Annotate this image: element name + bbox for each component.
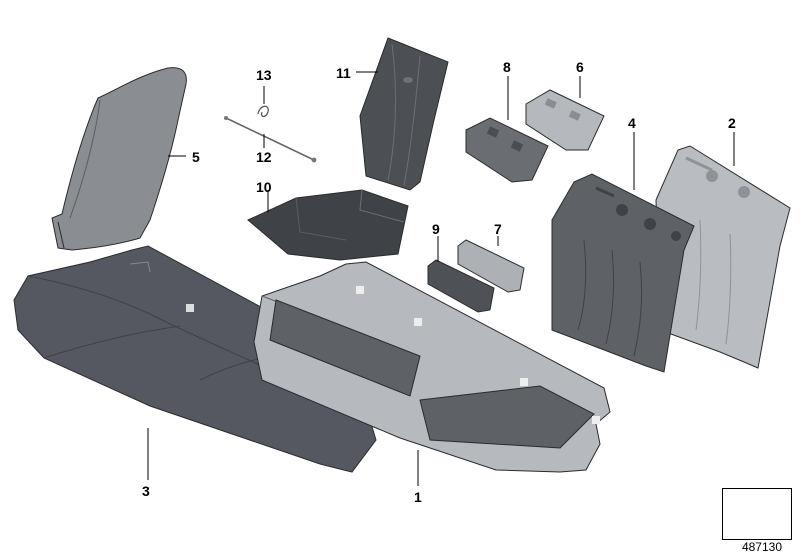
callout-2[interactable]: 2 <box>728 115 736 131</box>
part-1-seat-cushion[interactable] <box>253 261 611 473</box>
callout-1[interactable]: 1 <box>414 489 422 505</box>
callout-8[interactable]: 8 <box>503 59 511 75</box>
part-2-backrest[interactable] <box>655 145 791 369</box>
part-7-cover[interactable] <box>457 239 525 293</box>
callout-6[interactable]: 6 <box>576 59 584 75</box>
part-6-trim[interactable] <box>525 89 605 151</box>
callout-4[interactable]: 4 <box>628 115 636 131</box>
callout-13[interactable]: 13 <box>256 67 272 83</box>
part-4-backrest[interactable] <box>551 173 695 373</box>
navigation-box[interactable] <box>722 488 792 540</box>
callout-leaders <box>147 71 735 486</box>
figure-number: 487130 <box>741 540 782 554</box>
callout-12[interactable]: 12 <box>256 149 272 165</box>
part-10-mat[interactable] <box>247 189 409 261</box>
part-5-side-trim[interactable] <box>51 67 187 251</box>
part-13-clip[interactable] <box>257 105 269 118</box>
part-12-wire[interactable] <box>224 116 317 163</box>
part-8-trim[interactable] <box>465 117 549 183</box>
callout-3[interactable]: 3 <box>142 483 150 499</box>
callout-10[interactable]: 10 <box>256 179 272 195</box>
callout-7[interactable]: 7 <box>494 221 502 237</box>
callout-5[interactable]: 5 <box>192 149 200 165</box>
callout-9[interactable]: 9 <box>432 221 440 237</box>
part-11-back-panel[interactable] <box>359 37 449 191</box>
callout-11[interactable]: 11 <box>336 65 351 81</box>
part-9-cover[interactable] <box>427 259 495 313</box>
